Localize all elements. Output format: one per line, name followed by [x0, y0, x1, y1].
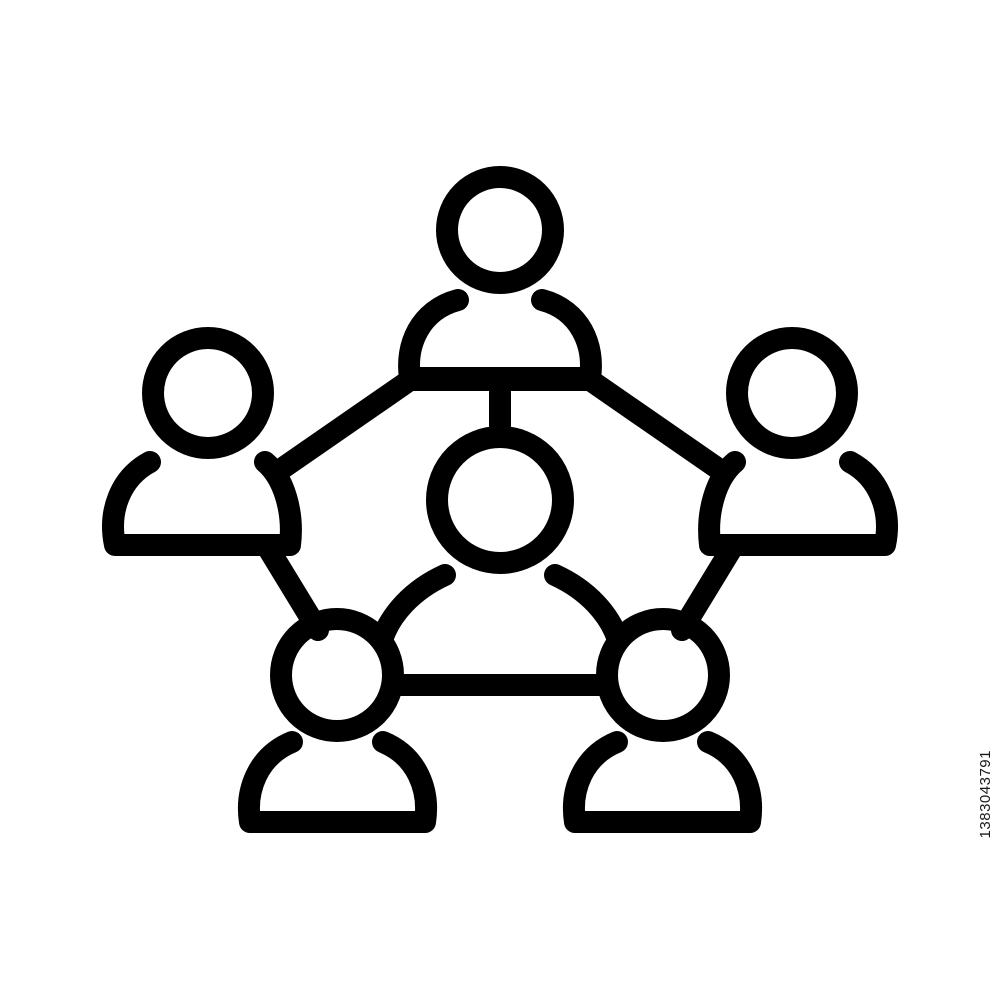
person-body [398, 289, 602, 389]
person-top [398, 166, 602, 389]
network-lines [257, 369, 743, 696]
person-center [371, 426, 629, 651]
person-head [436, 166, 564, 294]
person-body [698, 451, 898, 556]
person-head [142, 327, 274, 459]
person-right [698, 327, 898, 556]
person-body [102, 451, 302, 556]
person-head [426, 426, 574, 574]
person-head [726, 327, 858, 459]
person-body [563, 731, 762, 833]
stock-id-label: 1383043791 [977, 750, 994, 839]
icon-group [102, 166, 898, 833]
person-head [270, 608, 404, 742]
person-head [596, 608, 730, 742]
person-bottom-left [238, 608, 437, 833]
connector-line [269, 369, 421, 481]
person-body [371, 564, 456, 651]
person-body [238, 731, 437, 833]
person-body [544, 564, 629, 651]
connector-line [579, 369, 731, 481]
person-bottom-right [563, 608, 762, 833]
person-left [102, 327, 302, 556]
